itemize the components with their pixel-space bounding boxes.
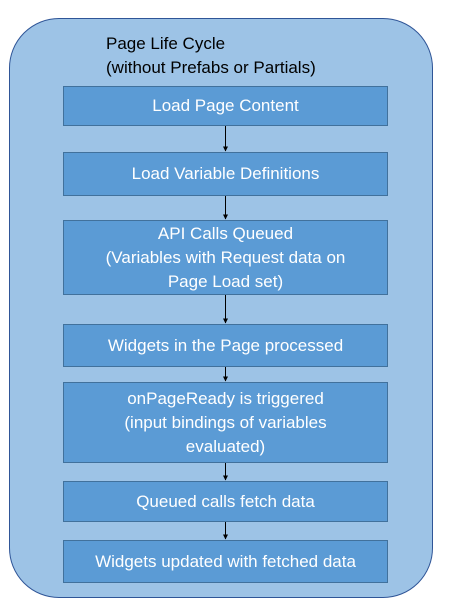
step-label: onPageReady is triggered: [127, 388, 324, 408]
step-label: Widgets updated with fetched data: [95, 551, 356, 571]
step-label: Page Load set): [167, 271, 284, 291]
step-queued-calls-fetch: Queued calls fetch data: [63, 481, 388, 522]
step-label: Load Variable Definitions: [131, 164, 320, 183]
step-label: Load Page Content: [152, 96, 299, 115]
diagram-title-line: Page Life Cycle: [106, 34, 226, 53]
diagram-title: Page Life Cycle (without Prefabs or Part…: [106, 32, 316, 80]
step-widgets-updated: Widgets updated with fetched data: [63, 540, 388, 583]
step-label: (input bindings of variables: [124, 412, 327, 432]
step-on-page-ready: onPageReady is triggered (input bindings…: [63, 382, 388, 463]
step-widgets-processed: Widgets in the Page processed: [63, 324, 388, 367]
step-label: Widgets in the Page processed: [107, 335, 344, 355]
diagram-title-line: (without Prefabs or Partials): [106, 58, 316, 77]
step-label: evaluated): [185, 436, 266, 456]
step-load-variable-definitions: Load Variable Definitions: [63, 152, 388, 196]
step-api-calls-queued: API Calls Queued (Variables with Request…: [63, 220, 388, 295]
step-label: (Variables with Request data on: [105, 247, 346, 267]
step-load-page-content: Load Page Content: [63, 86, 388, 126]
step-label: API Calls Queued: [157, 223, 294, 243]
step-label: Queued calls fetch data: [136, 491, 315, 511]
